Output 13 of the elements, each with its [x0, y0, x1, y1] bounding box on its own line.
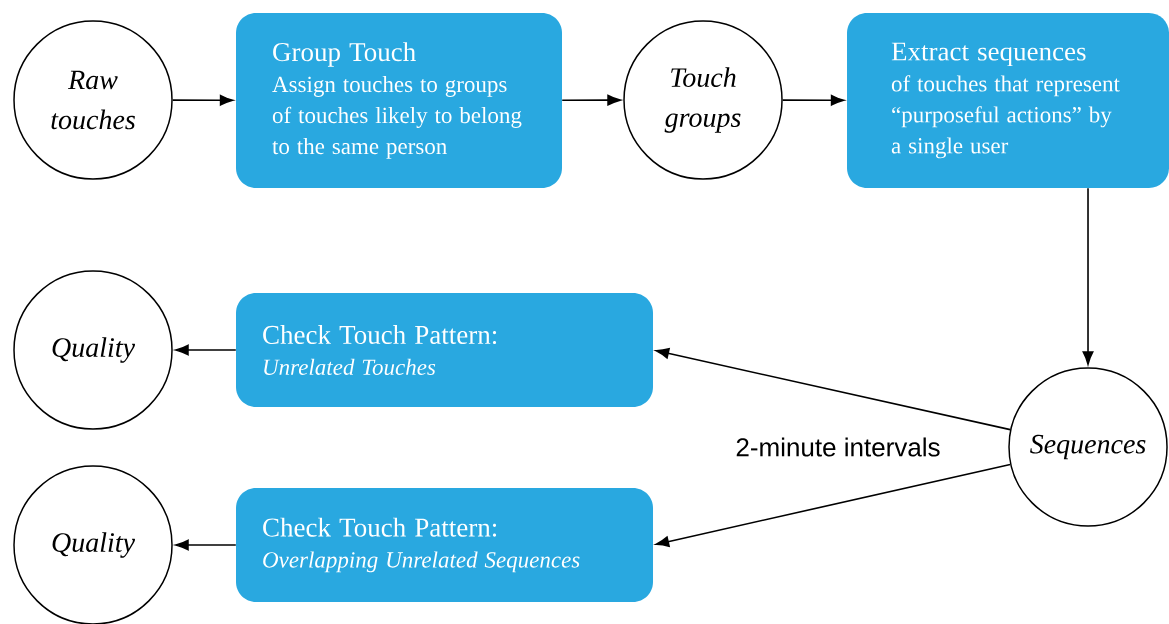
process-box: Check Touch Pattern: Unrelated Touches — [236, 293, 653, 407]
arrow — [175, 539, 237, 551]
arrow — [1082, 187, 1094, 365]
process-box: Check Touch Pattern: Overlapping Unrelated Sequences — [236, 488, 653, 602]
arrow — [561, 94, 621, 106]
arrow — [781, 94, 845, 106]
arrow — [655, 463, 1011, 547]
process-box: Group Touch Assign touches to groups of touches likely to belong to the same person — [236, 13, 562, 188]
arrow — [655, 348, 1011, 431]
arrow — [175, 344, 237, 356]
arrow — [171, 94, 234, 106]
process-box: Extract sequences of touches that represent “purposeful actions” by a single user — [847, 13, 1169, 188]
interval-label: 2-minute intervals — [736, 437, 940, 457]
